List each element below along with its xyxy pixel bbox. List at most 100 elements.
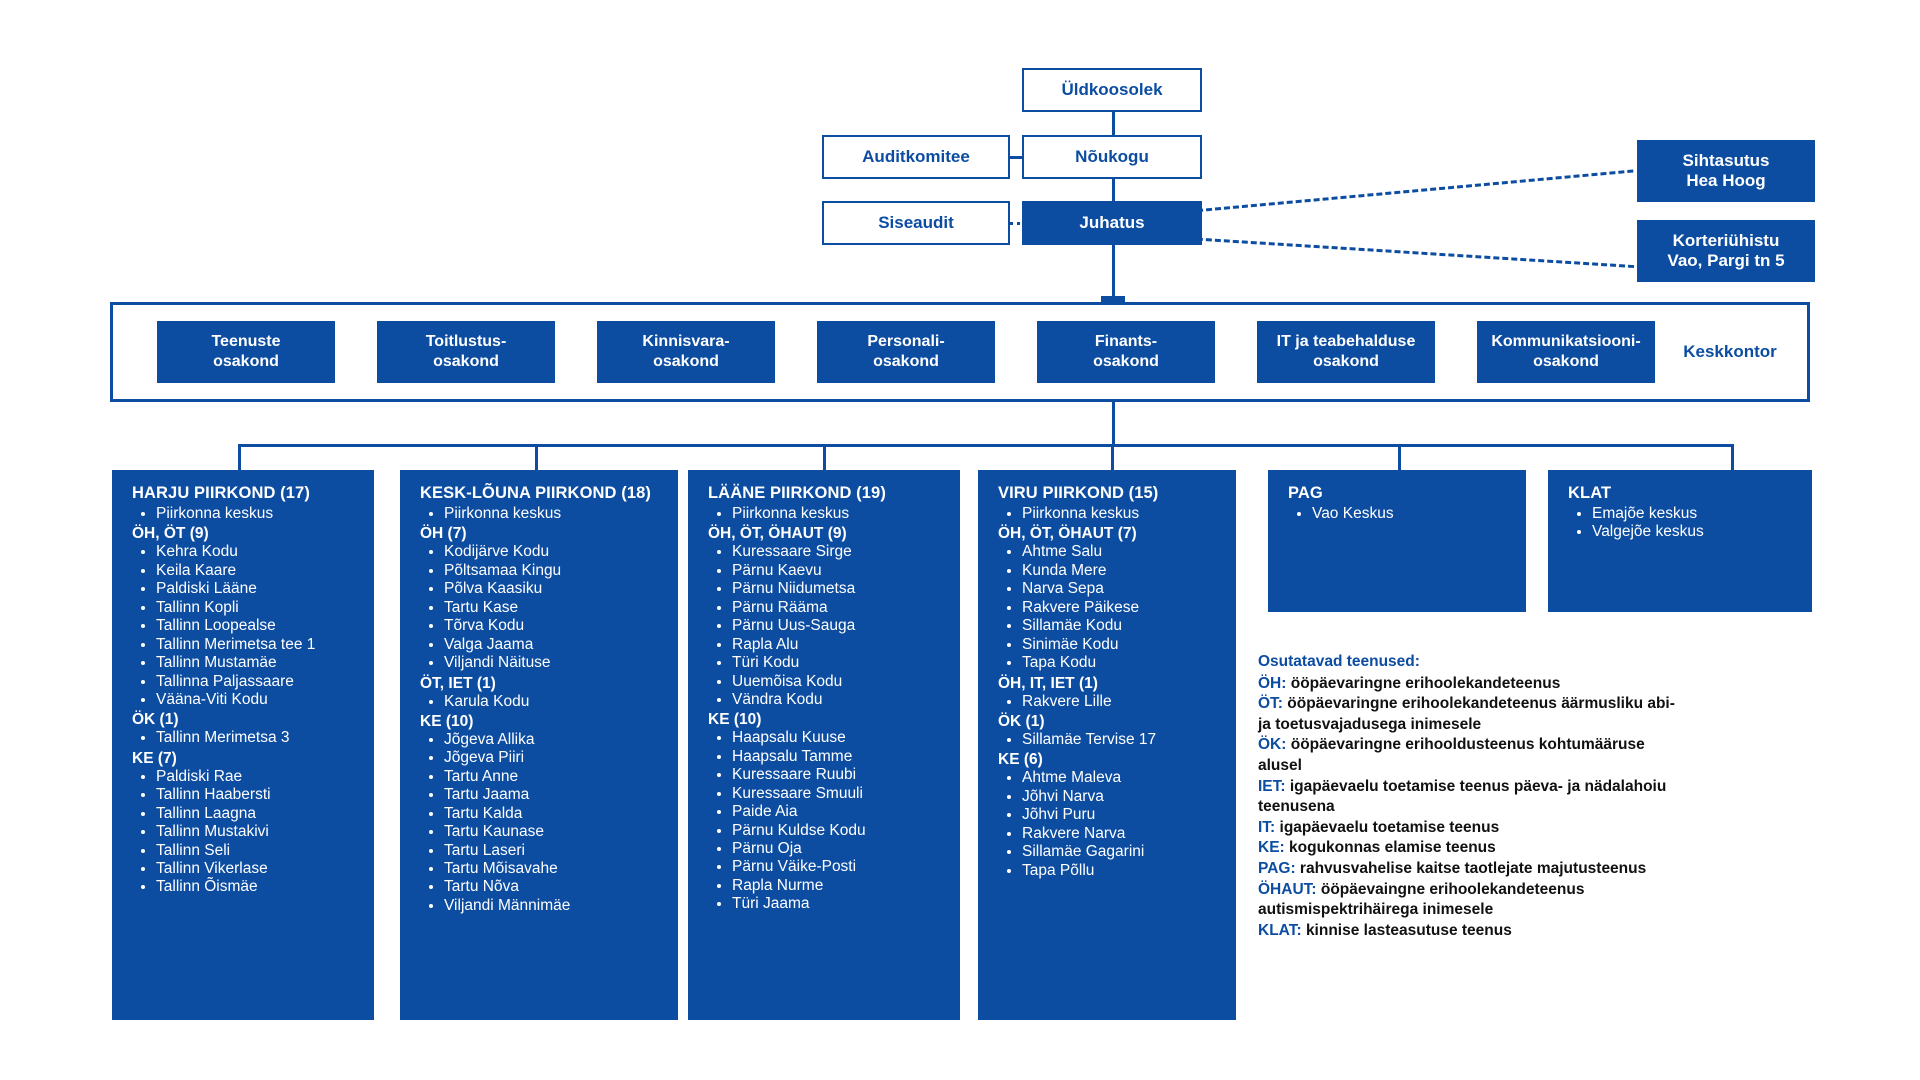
dept-4-line2: osakond — [1093, 353, 1159, 370]
legend-entry-it: IT: igapäevaelu toetamise teenus — [1258, 818, 1678, 839]
dept-personali-osakond[interactable]: Personali- osakond — [817, 321, 995, 383]
legend-abbr: KE: — [1258, 839, 1285, 857]
legend-desc: igapäevaelu toetamise teenus — [1279, 818, 1500, 836]
list-item: Vändra Kodu — [732, 691, 950, 709]
box-noukogu-label: Nõukogu — [1075, 146, 1149, 166]
box-auditkomitee-label: Auditkomitee — [862, 146, 970, 166]
legend-desc: ööpäevaringne erihoolekandeteenus — [1290, 674, 1561, 692]
legend-entry-ot: ÖT: ööpäevaringne erihoolekandeteenus ää… — [1258, 694, 1678, 735]
list-item: Vääna-Viti Kodu — [156, 691, 364, 709]
legend-entry-iet: IET: igapäevaelu toetamise teenus päeva-… — [1258, 777, 1678, 818]
box-korteriuhistu-line2: Vao, Pargi tn 5 — [1667, 251, 1785, 270]
dept-2-line2: osakond — [653, 353, 719, 370]
legend-abbr: ÖT: — [1258, 695, 1283, 713]
list-item: Ahtme Maleva — [1022, 769, 1226, 787]
region-title: PAG — [1288, 484, 1323, 502]
list-item: Sillamäe Tervise 17 — [1022, 731, 1226, 749]
services-legend: Osutatavad teenused: ÖH: ööpäevaringne e… — [1258, 652, 1678, 942]
list-item: Kodijärve Kodu — [444, 543, 668, 561]
list-item: Piirkonna keskus — [156, 505, 364, 523]
legend-desc: kinnise lasteasutuse teenus — [1305, 921, 1512, 939]
box-sihtasutus-hea-hoog[interactable]: Sihtasutus Hea Hoog — [1637, 140, 1815, 202]
dept-toitlustus-osakond[interactable]: Toitlustus- osakond — [377, 321, 555, 383]
region-title: KLAT — [1568, 484, 1612, 502]
region-group-label: ÖH, IT, IET (1) — [998, 674, 1098, 692]
region-group-label: ÖK (1) — [998, 712, 1045, 730]
region-group-label: ÖK (1) — [132, 711, 179, 729]
list-item: Tallinn Seli — [156, 842, 364, 860]
list-item: Piirkonna keskus — [732, 505, 950, 523]
list-item: Tapa Kodu — [1022, 654, 1226, 672]
list-item: Tallinn Laagna — [156, 805, 364, 823]
dept-kinnisvara-osakond[interactable]: Kinnisvara- osakond — [597, 321, 775, 383]
dept-it-ja-teabehalduse-osakond[interactable]: IT ja teabehalduse osakond — [1257, 321, 1435, 383]
list-item: Põlva Kaasiku — [444, 580, 668, 598]
box-sihtasutus-line1: Sihtasutus — [1682, 150, 1770, 170]
list-item: Rakvere Päikese — [1022, 599, 1226, 617]
region-card-viru[interactable]: VIRU PIIRKOND (15) Piirkonna keskus ÖH, … — [978, 470, 1236, 1020]
dept-0-line1: Teenuste — [211, 333, 281, 350]
list-item: Pärnu Väike-Posti — [732, 858, 950, 876]
legend-abbr: PAG: — [1258, 860, 1296, 878]
region-intro-list: Piirkonna keskus — [708, 505, 950, 523]
dept-kommunikatsiooni-osakond[interactable]: Kommunikatsiooni- osakond — [1477, 321, 1655, 383]
connector-band-down — [1112, 402, 1115, 446]
region-group-list: Kodijärve Kodu Põltsamaa Kingu Põlva Kaa… — [420, 543, 668, 672]
region-group-list: Jõgeva Allika Jõgeva Piiri Tartu Anne Ta… — [420, 731, 668, 915]
legend-abbr: IT: — [1258, 818, 1276, 836]
list-item: Pärnu Kuldse Kodu — [732, 822, 950, 840]
box-juhatus[interactable]: Juhatus — [1022, 201, 1202, 245]
list-item: Pärnu Rääma — [732, 599, 950, 617]
list-item: Tartu Mõisavahe — [444, 860, 668, 878]
legend-desc: kogukonnas elamise teenus — [1289, 839, 1496, 857]
box-uldkoosolek-label: Üldkoosolek — [1061, 79, 1163, 99]
region-card-pag[interactable]: PAG Vao Keskus — [1268, 470, 1526, 612]
list-item: Tallinn Vikerlase — [156, 860, 364, 878]
list-item: Tallinna Paljassaare — [156, 673, 364, 691]
dept-1-line1: Toitlustus- — [425, 333, 507, 350]
region-card-kesk-louna[interactable]: KESK-LÕUNA PIIRKOND (18) Piirkonna kesku… — [400, 470, 678, 1020]
legend-abbr: KLAT: — [1258, 921, 1302, 939]
box-uldkoosolek[interactable]: Üldkoosolek — [1022, 68, 1202, 112]
box-siseaudit[interactable]: Siseaudit — [822, 201, 1010, 245]
list-item: Jõhvi Narva — [1022, 788, 1226, 806]
list-item: Tallinn Loopealse — [156, 617, 364, 635]
list-item: Rakvere Narva — [1022, 825, 1226, 843]
legend-abbr: IET: — [1258, 777, 1286, 795]
list-item: Vao Keskus — [1312, 505, 1516, 523]
dept-3-line1: Personali- — [867, 333, 945, 350]
keskkontor-label-text: Keskkontor — [1683, 342, 1777, 361]
region-group-list: Sillamäe Tervise 17 — [998, 731, 1226, 749]
region-card-harju[interactable]: HARJU PIIRKOND (17) Piirkonna keskus ÖH,… — [112, 470, 374, 1020]
connector-noukogu-juhatus — [1112, 176, 1115, 206]
legend-desc: ööpäevaringne erihooldusteenus kohtumäär… — [1258, 736, 1645, 775]
region-group-label: KE (10) — [420, 712, 474, 730]
box-auditkomitee[interactable]: Auditkomitee — [822, 135, 1010, 179]
dept-teenuste-osakond[interactable]: Teenuste osakond — [157, 321, 335, 383]
dept-0-line2: osakond — [213, 353, 279, 370]
region-title: VIRU PIIRKOND (15) — [998, 484, 1159, 502]
region-intro-list: Piirkonna keskus — [420, 505, 668, 523]
region-card-klat[interactable]: KLAT Emajõe keskus Valgejõe keskus — [1548, 470, 1812, 612]
keskkontor-band: Teenuste osakond Toitlustus- osakond Kin… — [110, 302, 1810, 402]
region-intro-list: Piirkonna keskus — [998, 505, 1226, 523]
list-item: Tõrva Kodu — [444, 617, 668, 635]
legend-desc: ööpäevaringne erihoolekandeteenus äärmus… — [1258, 695, 1675, 733]
region-intro-list: Emajõe keskus Valgejõe keskus — [1568, 505, 1802, 542]
list-item: Tallinn Haabersti — [156, 786, 364, 804]
dept-finants-osakond[interactable]: Finants- osakond — [1037, 321, 1215, 383]
legend-entry-ke: KE: kogukonnas elamise teenus — [1258, 838, 1678, 859]
region-group-label: KE (7) — [132, 749, 177, 767]
list-item: Pärnu Kaevu — [732, 562, 950, 580]
list-item: Ahtme Salu — [1022, 543, 1226, 561]
box-noukogu[interactable]: Nõukogu — [1022, 135, 1202, 179]
region-group-label: ÖH (7) — [420, 525, 467, 543]
list-item: Tartu Laseri — [444, 842, 668, 860]
list-item: Haapsalu Kuuse — [732, 729, 950, 747]
region-card-laane[interactable]: LÄÄNE PIIRKOND (19) Piirkonna keskus ÖH,… — [688, 470, 960, 1020]
legend-abbr: ÖH: — [1258, 674, 1287, 692]
box-korteriuhistu-vao[interactable]: Korteriühistu Vao, Pargi tn 5 — [1637, 220, 1815, 282]
dept-2-line1: Kinnisvara- — [642, 333, 730, 350]
list-item: Keila Kaare — [156, 562, 364, 580]
list-item: Piirkonna keskus — [1022, 505, 1226, 523]
